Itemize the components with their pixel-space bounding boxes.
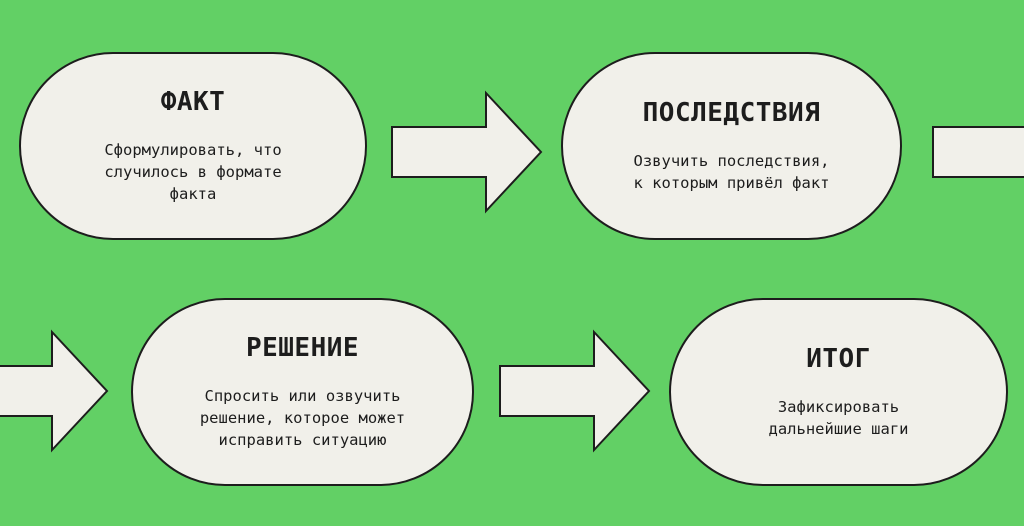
step-description: Спросить или озвучить решение, которое м…	[199, 387, 406, 449]
step-title: РЕШЕНИЕ	[245, 333, 360, 363]
step-description: Озвучить последствия, к которым привёл ф…	[633, 152, 830, 192]
arrow-right-icon	[0, 329, 109, 453]
arrow-right-icon	[499, 329, 651, 453]
step-title: ПОСЛЕДСТВИЯ	[642, 98, 821, 128]
step-result: ИТОГ Зафиксировать дальнейшие шаги	[669, 298, 1008, 486]
arrow-right-icon	[391, 90, 543, 214]
step-description: Сформулировать, что случилось в формате …	[104, 141, 282, 203]
step-consequences: ПОСЛЕДСТВИЯ Озвучить последствия, к кото…	[561, 52, 902, 240]
step-description: Зафиксировать дальнейшие шаги	[768, 398, 909, 438]
step-solution: РЕШЕНИЕ Спросить или озвучить решение, к…	[131, 298, 474, 486]
step-title: ФАКТ	[160, 87, 226, 117]
step-title: ИТОГ	[806, 344, 871, 374]
step-fact: ФАКТ Сформулировать, что случилось в фор…	[19, 52, 367, 240]
arrow-right-icon	[932, 126, 1024, 178]
